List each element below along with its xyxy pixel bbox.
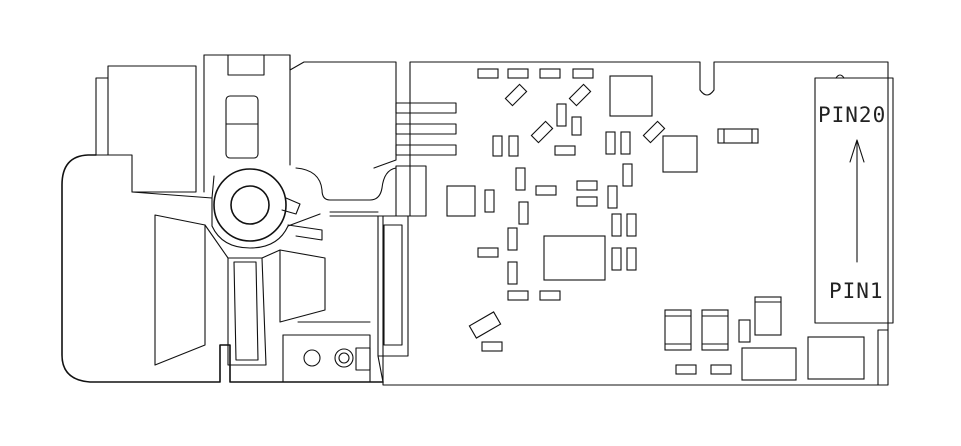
ic-mid <box>662 135 698 173</box>
pcb-inner-edge <box>877 329 889 386</box>
pcb-outline <box>382 61 889 386</box>
pin20-label: PIN20 <box>818 103 886 127</box>
pin1-label: PIN1 <box>829 279 884 303</box>
ic-top <box>609 75 653 117</box>
connector-body <box>61 54 457 383</box>
ic-left <box>446 185 476 217</box>
ic-main <box>543 235 606 281</box>
pcb-components <box>446 68 865 381</box>
pin-label-box: PIN20 PIN1 <box>814 77 894 324</box>
lens-circle <box>213 168 287 242</box>
arrow-up-icon <box>849 139 865 263</box>
